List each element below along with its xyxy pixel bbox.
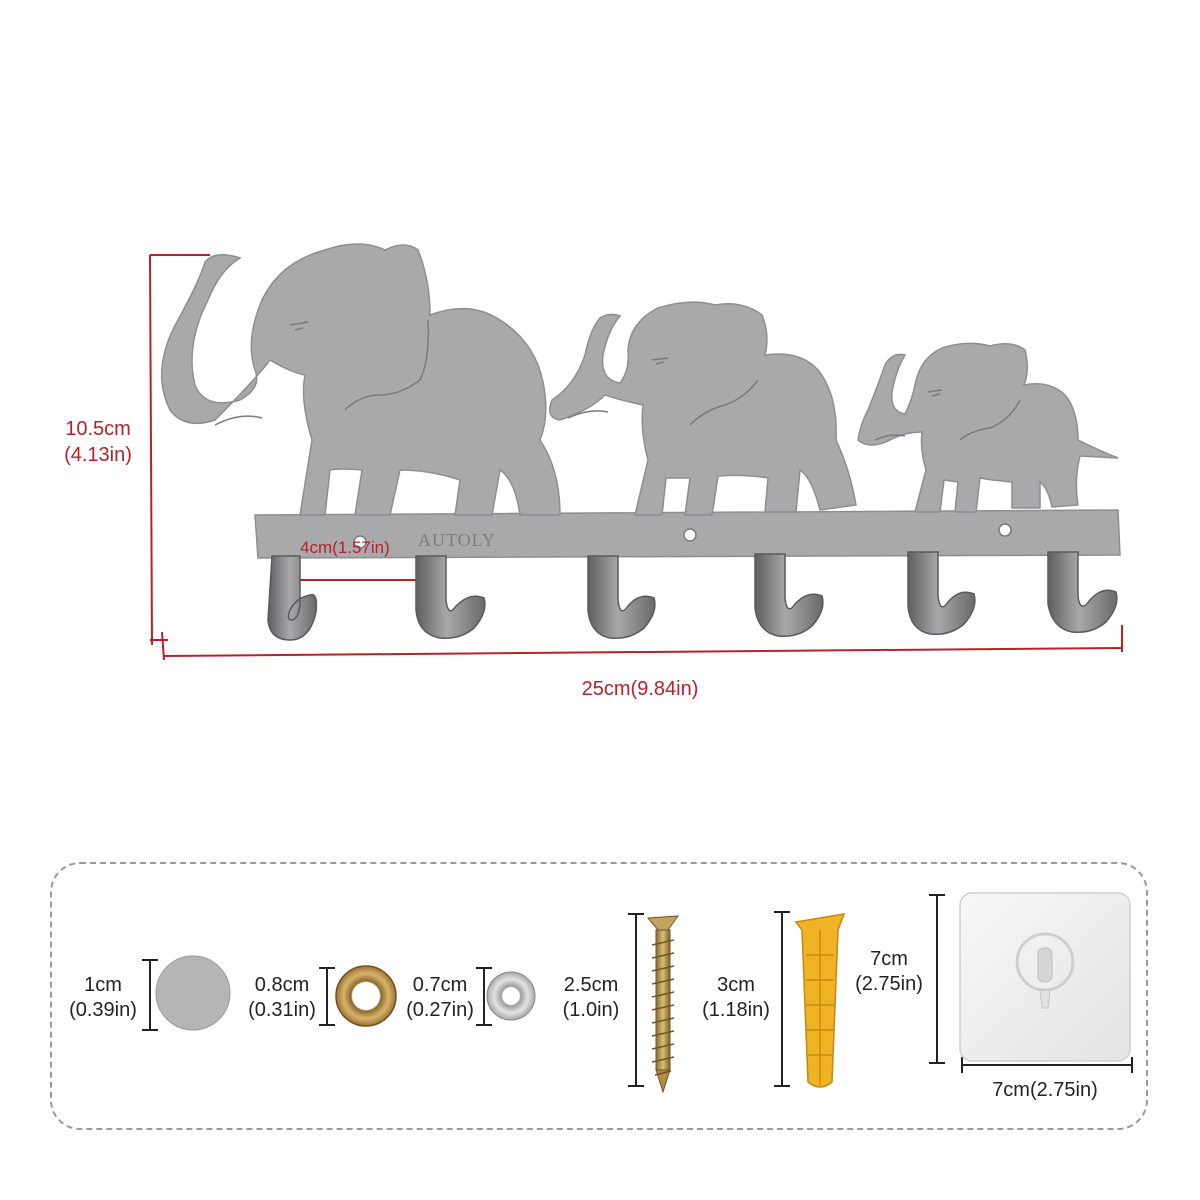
elephant-details xyxy=(214,319,1021,441)
hook-5 xyxy=(907,551,976,636)
anchor-size-cm: 3cm xyxy=(717,974,755,996)
pad-width-label: 7cm(2.75in) xyxy=(992,1079,1098,1101)
mounting-hole xyxy=(998,523,1012,537)
screw-size-in: (1.0in) xyxy=(562,999,620,1021)
height-line xyxy=(149,254,153,646)
cap-size-in: (0.39in) xyxy=(69,999,137,1021)
screw-size-label: 2.5cm (1.0in) xyxy=(548,973,634,1023)
mounting-hole xyxy=(683,528,697,542)
rack-height-cm: 10.5cm xyxy=(65,418,131,440)
hook-4 xyxy=(754,553,824,638)
rack-height-in: (4.13in) xyxy=(64,444,132,466)
bushing-size-in: (0.31in) xyxy=(248,999,316,1021)
mounting-holes xyxy=(353,523,1012,549)
elephant-large xyxy=(160,243,561,516)
elephant-medium xyxy=(549,301,857,516)
rack-illustration xyxy=(149,243,1123,661)
width-line xyxy=(163,647,1123,657)
hook-3 xyxy=(587,555,656,640)
washer-size-label: 0.7cm (0.27in) xyxy=(392,973,488,1023)
washer-size-cm: 0.7cm xyxy=(412,974,468,996)
hooks xyxy=(267,551,1118,641)
hook-6 xyxy=(1047,551,1118,634)
rack-width-label: 25cm(9.84in) xyxy=(581,678,699,700)
accessories-panel xyxy=(50,862,1148,1130)
bushing-size-label: 0.8cm (0.31in) xyxy=(234,973,330,1023)
hook-1 xyxy=(267,555,318,641)
rack-body xyxy=(160,243,1121,559)
rack-height-label: 10.5cm (4.13in) xyxy=(48,416,148,468)
hook-spacing-label: 4cm(1.57in) xyxy=(300,538,390,557)
washer-size-in: (0.27in) xyxy=(406,999,474,1021)
mounting-hole xyxy=(353,535,367,549)
pad-height-label: 7cm (2.75in) xyxy=(842,947,936,997)
cap-size-label: 1cm (0.39in) xyxy=(55,973,151,1023)
brand-engraving: AUTOLY xyxy=(418,530,496,550)
dimension-lines xyxy=(149,254,1123,661)
cap-size-cm: 1cm xyxy=(84,974,122,996)
bushing-size-cm: 0.8cm xyxy=(254,974,310,996)
width-left-tick xyxy=(161,631,165,661)
anchor-size-in: (1.18in) xyxy=(702,999,770,1021)
anchor-size-label: 3cm (1.18in) xyxy=(688,973,784,1023)
hook-2 xyxy=(415,555,486,640)
pad-height-cm: 7cm xyxy=(870,948,908,970)
screw-size-cm: 2.5cm xyxy=(563,974,619,996)
pad-height-in: (2.75in) xyxy=(855,973,923,995)
